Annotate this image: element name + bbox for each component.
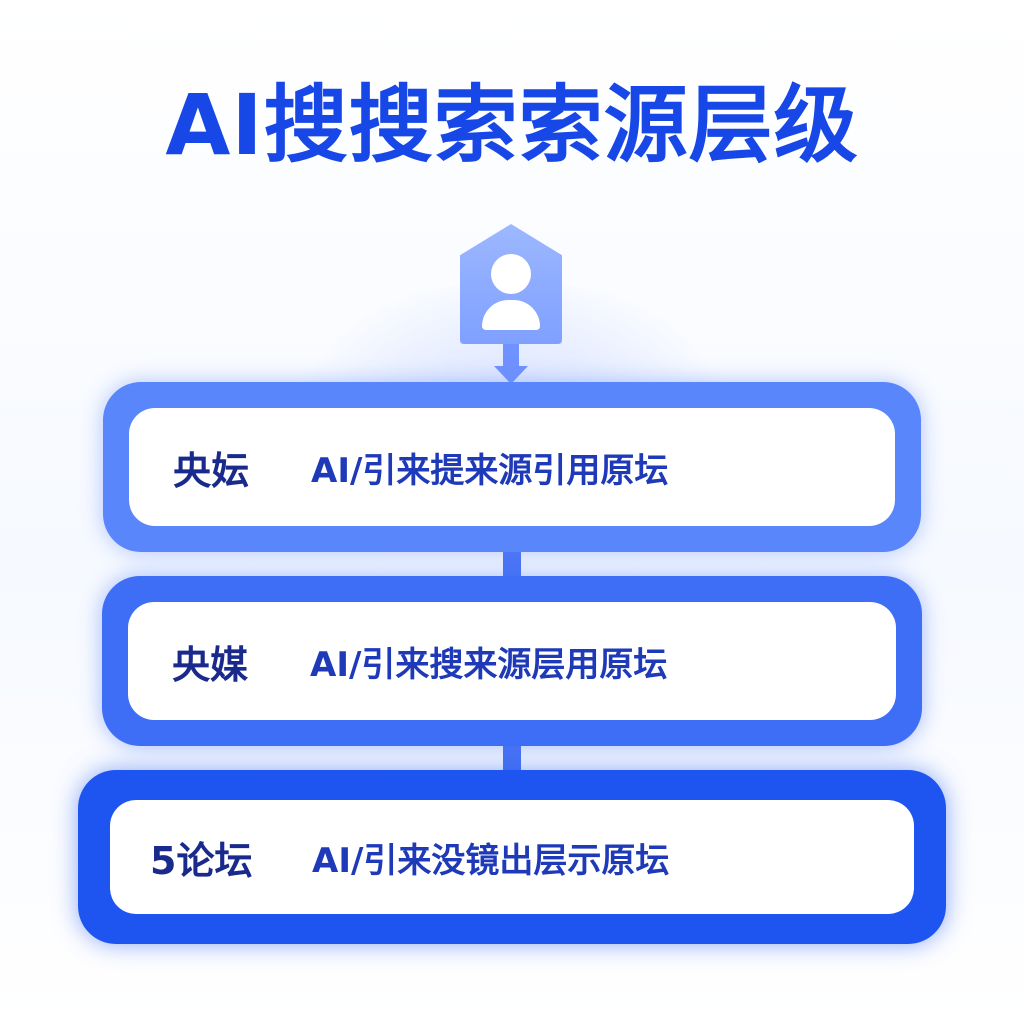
user-tag-icon: [460, 224, 562, 344]
down-arrow-stem: [503, 344, 519, 370]
level-box-1: 央妘 AI/引来提来源引用原坛: [103, 382, 921, 552]
level-box-2: 央媒 AI/引来搜来源层用原坛: [102, 576, 922, 746]
user-head-shape: [491, 254, 531, 294]
level-connector: [503, 744, 521, 774]
level-2-name: 央媒: [172, 642, 249, 687]
level-connector: [503, 550, 521, 580]
down-arrow-icon: [494, 366, 528, 384]
user-body-shape: [482, 300, 540, 330]
level-box-1-inner: 央妘 AI/引来提来源引用原坛: [129, 408, 895, 526]
level-2-description: AI/引来搜来源层用原坛: [310, 644, 668, 685]
level-3-name: 5论坛: [150, 838, 253, 883]
level-box-3-inner: 5论坛 AI/引来没镜出层示原坛: [110, 800, 914, 914]
level-3-description: AI/引来没镜出层示原坛: [312, 840, 670, 881]
level-box-2-inner: 央媒 AI/引来搜来源层用原坛: [128, 602, 896, 720]
level-1-name: 央妘: [173, 448, 250, 493]
level-1-description: AI/引来提来源引用原坛: [311, 450, 669, 491]
level-box-3: 5论坛 AI/引来没镜出层示原坛: [78, 770, 946, 944]
diagram-title: AI搜搜索索源层级: [165, 76, 859, 174]
